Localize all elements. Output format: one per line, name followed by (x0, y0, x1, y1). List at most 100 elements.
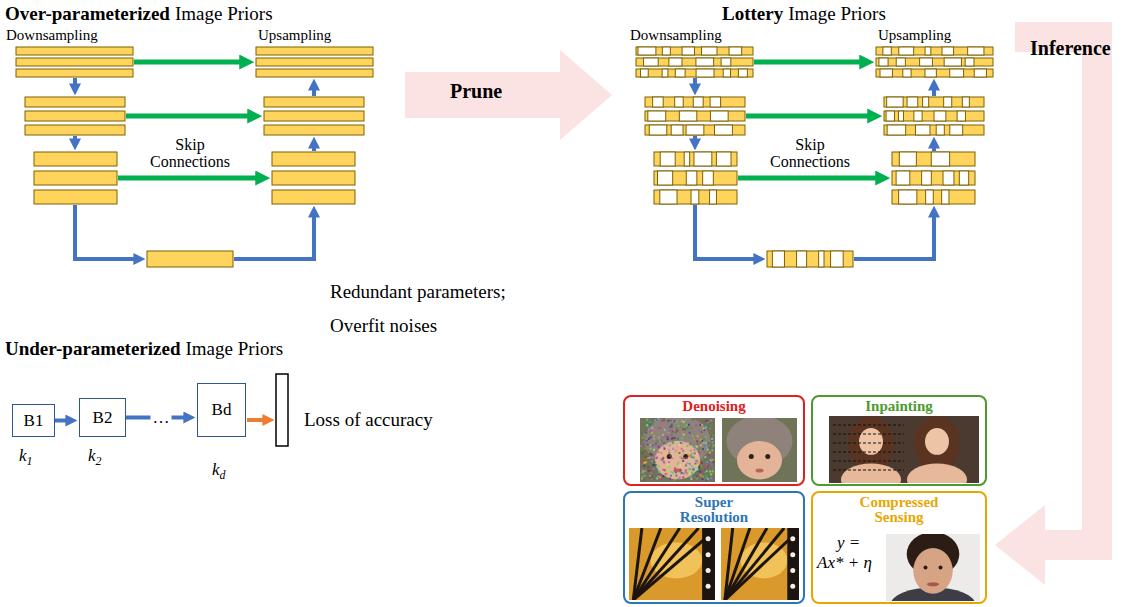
art-shape (673, 474, 675, 476)
pruned-weight (899, 190, 917, 204)
art-shape (725, 528, 799, 600)
art-shape (683, 457, 685, 459)
art-shape (643, 466, 645, 468)
art-shape (711, 440, 713, 442)
symbol: k (19, 446, 27, 465)
pruned-weight (896, 58, 905, 66)
art-shape (709, 462, 711, 464)
task-box: Super Resolution (623, 491, 805, 604)
art-shape (705, 457, 707, 459)
art-shape (697, 435, 699, 437)
pruned-weight (662, 69, 668, 77)
feature-layer (636, 47, 753, 55)
art-shape (648, 428, 650, 430)
art-shape (646, 436, 648, 438)
art-shape (756, 468, 764, 472)
art-shape (688, 461, 690, 463)
art-shape (642, 441, 644, 443)
art-shape (712, 470, 714, 472)
pruned-weight (696, 69, 714, 77)
art-shape (677, 446, 679, 448)
art-shape (652, 429, 654, 431)
art-shape (691, 455, 693, 457)
art-shape (710, 473, 712, 475)
art-shape (682, 450, 684, 452)
art-shape (710, 424, 712, 426)
art-shape (683, 421, 685, 423)
art-shape (685, 474, 687, 476)
art-shape (684, 429, 686, 431)
art-shape (671, 434, 673, 436)
art-shape (681, 420, 683, 422)
feature-layer (884, 111, 984, 121)
art-shape (699, 447, 701, 449)
pruned-weight (675, 97, 684, 107)
note: Redundant parameters; (330, 281, 506, 303)
connection-label: Skip Connections (770, 136, 850, 170)
art-shape (703, 439, 705, 441)
flow-arrow (932, 90, 936, 96)
art-shape (657, 451, 659, 453)
feature-layer (272, 152, 355, 166)
art-shape (651, 457, 653, 459)
art-shape (679, 477, 681, 479)
art-shape (700, 465, 702, 467)
art-shape (654, 429, 656, 431)
art-shape (704, 471, 706, 473)
art-shape (705, 442, 707, 444)
art-shape (658, 471, 660, 473)
art-shape (702, 478, 704, 480)
pruned-weight (898, 111, 903, 121)
art-shape (790, 552, 795, 557)
pruned-weight (926, 190, 934, 204)
pruned-weight (887, 97, 903, 107)
stage-label: Upsampling (878, 27, 951, 44)
art-shape (664, 429, 666, 431)
art-shape (681, 472, 683, 474)
art-shape (679, 464, 681, 466)
art-shape (833, 469, 904, 470)
art-shape (681, 428, 683, 430)
art-shape (685, 425, 687, 427)
output-layer (276, 374, 288, 446)
art-shape (711, 449, 713, 451)
task-box: Compressed Sensingy =Ax* + η (811, 491, 987, 604)
art-shape (700, 444, 702, 446)
art-shape (690, 473, 692, 475)
feature-layer (147, 251, 233, 267)
art-shape (737, 441, 782, 479)
panel-title: Image Priors (788, 3, 886, 25)
art-shape (642, 471, 644, 473)
art-shape (651, 460, 653, 462)
art-shape (689, 473, 691, 475)
art-shape (711, 438, 713, 440)
art-shape (671, 433, 673, 435)
pruned-weight (710, 111, 728, 121)
art-shape (644, 475, 646, 477)
art-shape (704, 456, 706, 458)
pruned-weight (923, 97, 929, 107)
art-shape (662, 436, 664, 438)
pruned-weight (959, 171, 968, 185)
art-shape (668, 452, 670, 454)
art-shape (629, 528, 715, 600)
feature-layer (636, 69, 753, 77)
art-shape (790, 536, 795, 541)
art-shape (707, 478, 709, 480)
flow-arrow (693, 78, 697, 84)
art-shape (655, 445, 657, 447)
feature-layer (645, 125, 745, 135)
art-shape (688, 429, 690, 431)
art-shape (649, 457, 651, 459)
art-shape (710, 478, 712, 480)
art-shape (655, 453, 657, 455)
art-shape (675, 431, 677, 433)
art-shape (693, 449, 695, 451)
pruned-weight (696, 58, 714, 66)
art-shape (708, 446, 710, 448)
pruned-weight (883, 47, 891, 55)
pruned-weight (701, 47, 717, 55)
pruned-weight (714, 125, 732, 135)
art-shape (702, 430, 704, 432)
